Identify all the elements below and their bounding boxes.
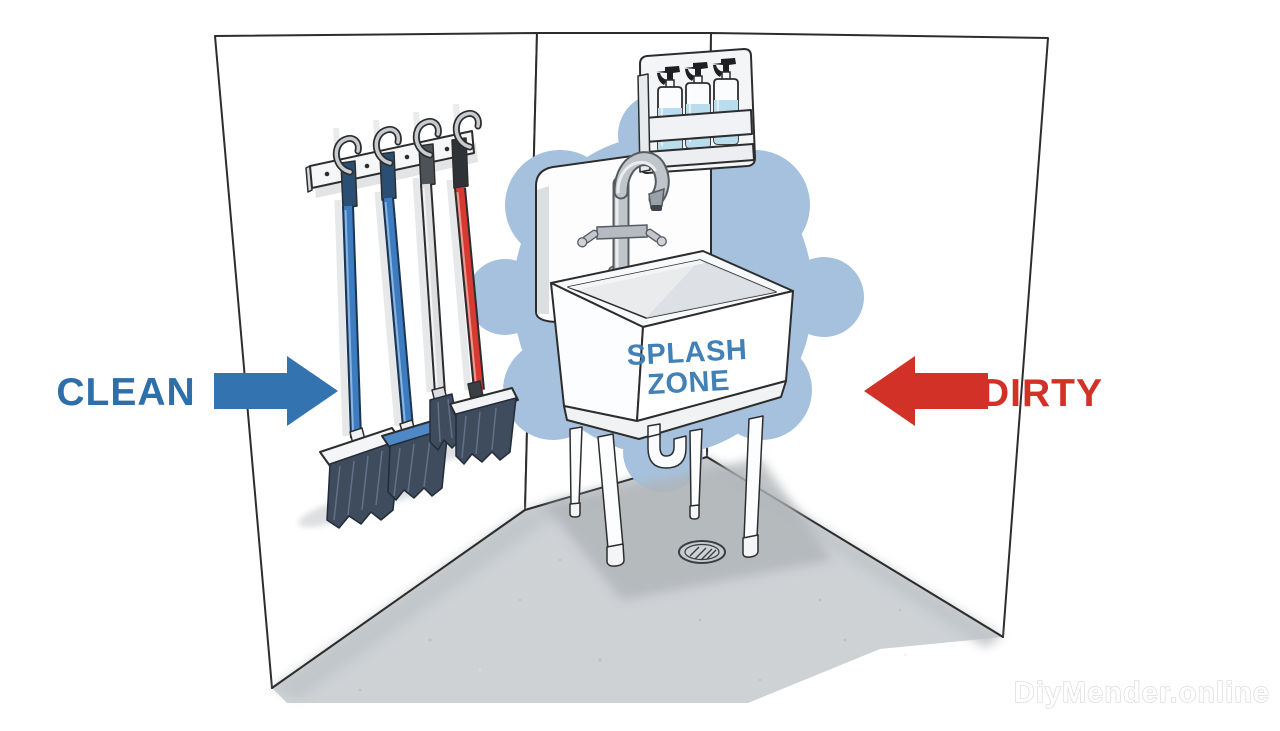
hook-icon xyxy=(412,117,442,159)
rack-screws xyxy=(324,146,450,177)
faucet-aerator xyxy=(651,205,662,211)
faucet-spout-tip xyxy=(648,187,665,209)
faucet-handle-right xyxy=(645,228,667,247)
hook-icon xyxy=(332,134,362,176)
p-trap xyxy=(647,423,687,469)
caddy-side-arm xyxy=(637,73,651,173)
floor-drain xyxy=(678,540,726,564)
brush-gray xyxy=(420,183,461,451)
splash-zone-line2: ZONE xyxy=(647,365,731,401)
spray-bottle-caddy xyxy=(637,48,756,174)
clean-arrow-right-icon xyxy=(214,356,338,426)
dirty-callout: DIRTY xyxy=(864,356,1103,426)
sink-tub: SPLASH ZONE xyxy=(550,250,794,440)
hook-icon xyxy=(372,125,402,167)
sink-legs xyxy=(569,415,764,567)
rack-hooks xyxy=(332,109,482,176)
utility-sink: SPLASH ZONE xyxy=(535,48,794,567)
brush-red xyxy=(449,187,519,465)
clean-label: CLEAN xyxy=(56,371,195,414)
watermark: DiyMender.online xyxy=(1014,677,1270,709)
clean-callout: CLEAN xyxy=(56,356,338,426)
splash-zone-label: SPLASH ZONE xyxy=(626,334,748,401)
brush-blue-1 xyxy=(319,205,403,529)
faucet-handle-left xyxy=(577,229,599,248)
splash-zone-line1: SPLASH xyxy=(626,334,748,372)
hook-icon xyxy=(452,109,482,151)
faucet-tee xyxy=(596,224,648,240)
gooseneck-faucet xyxy=(577,151,670,277)
dirty-arrow-left-icon xyxy=(864,356,988,426)
tub-skirt xyxy=(563,380,787,440)
tool-rack xyxy=(298,103,519,529)
dirty-label: DIRTY xyxy=(981,372,1103,415)
